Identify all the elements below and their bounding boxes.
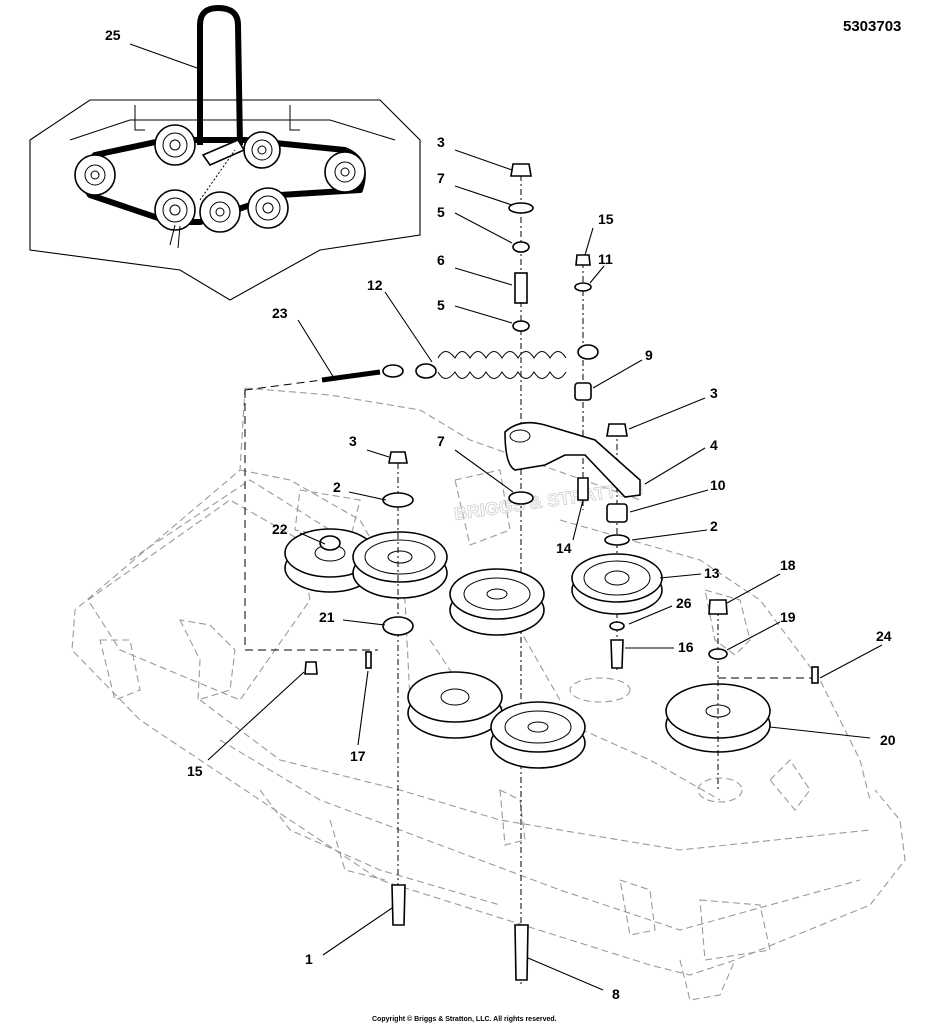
callout-23: 23 bbox=[272, 305, 288, 321]
callout-11: 11 bbox=[598, 251, 613, 267]
callout-13: 13 bbox=[704, 565, 720, 581]
callout-8: 8 bbox=[612, 986, 620, 1002]
callout-17: 17 bbox=[350, 748, 366, 764]
washer-top bbox=[508, 202, 534, 214]
callout-5: 5 bbox=[437, 204, 445, 220]
callout-2: 2 bbox=[710, 518, 718, 534]
callout-15: 15 bbox=[598, 211, 614, 227]
idler-arm-assembly bbox=[504, 163, 663, 985]
callout-4: 4 bbox=[710, 437, 718, 453]
callout-15: 15 bbox=[187, 763, 203, 779]
callout-2: 2 bbox=[333, 479, 341, 495]
callout-14: 14 bbox=[556, 540, 572, 556]
callout-12: 12 bbox=[367, 277, 383, 293]
belt-routing-inset bbox=[29, 5, 421, 301]
callout-16: 16 bbox=[678, 639, 694, 655]
callout-7: 7 bbox=[437, 170, 445, 186]
center-pulleys bbox=[244, 344, 819, 981]
locknut-top bbox=[510, 163, 532, 177]
callout-9: 9 bbox=[645, 347, 653, 363]
callout-18: 18 bbox=[780, 557, 796, 573]
callout-labels: 25 3 7 5 6 5 15 11 12 23 9 3 3 7 4 10 2 … bbox=[105, 18, 901, 1023]
callout-19: 19 bbox=[780, 609, 796, 625]
leader-lines bbox=[129, 43, 883, 991]
copyright-notice: Copyright © Briggs & Stratton, LLC. All … bbox=[372, 1015, 557, 1023]
callout-5: 5 bbox=[437, 297, 445, 313]
callout-3: 3 bbox=[710, 385, 718, 401]
callout-7: 7 bbox=[437, 433, 445, 449]
bearing-lower bbox=[512, 320, 530, 332]
callout-3: 3 bbox=[437, 134, 445, 150]
callout-3: 3 bbox=[349, 433, 357, 449]
callout-20: 20 bbox=[880, 732, 896, 748]
callout-1: 1 bbox=[305, 951, 313, 967]
callout-26: 26 bbox=[676, 595, 692, 611]
spacer-tube bbox=[514, 272, 528, 304]
document-number: 5303703 bbox=[843, 18, 901, 35]
callout-22: 22 bbox=[272, 521, 288, 537]
callout-25: 25 bbox=[105, 27, 121, 43]
callout-24: 24 bbox=[876, 628, 892, 644]
callout-6: 6 bbox=[437, 252, 445, 268]
idler-arm bbox=[504, 421, 641, 498]
callout-10: 10 bbox=[710, 477, 726, 493]
callout-21: 21 bbox=[319, 609, 335, 625]
bearing-upper bbox=[512, 241, 530, 253]
